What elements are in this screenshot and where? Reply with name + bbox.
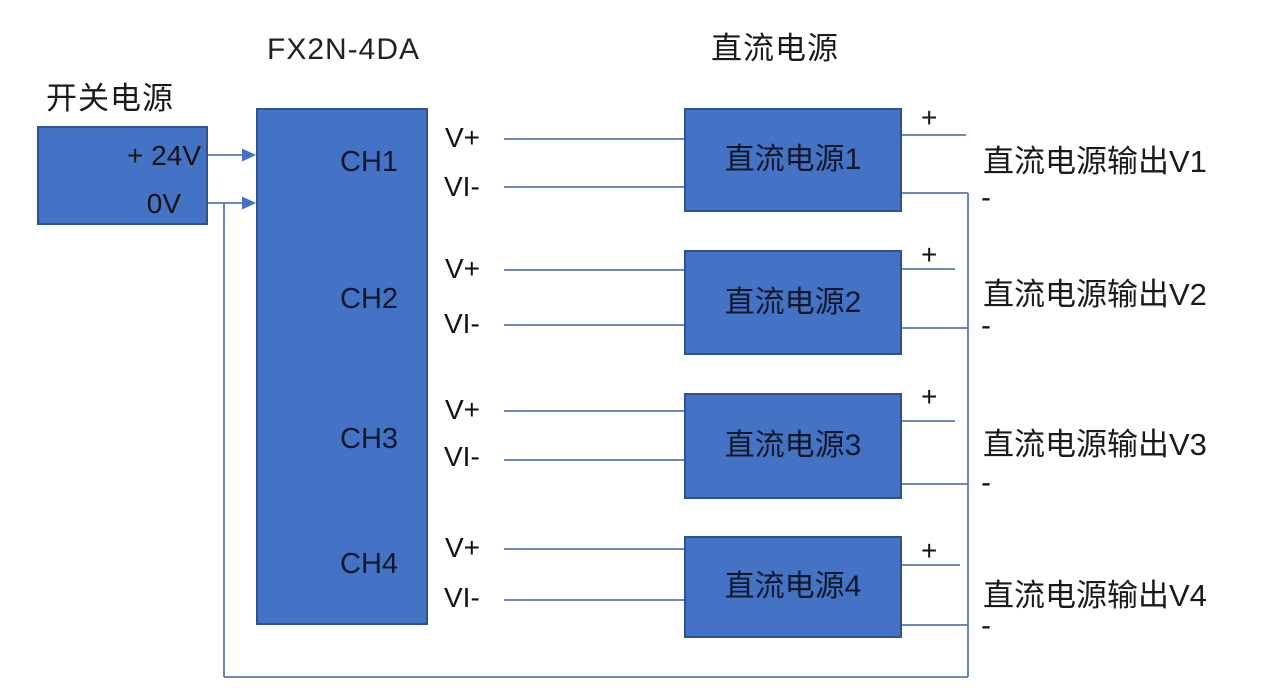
channel-label-ch4: CH4	[340, 548, 399, 580]
channel-output-wires	[504, 138, 684, 601]
dc-supply-box-3-label: 直流电源3	[724, 429, 862, 462]
output-label-v1: 直流电源输出V1	[983, 144, 1207, 179]
dc-supply-box-2: 直流电源2	[684, 250, 902, 355]
dc-supply-box-4-label: 直流电源4	[724, 570, 862, 603]
dc-supply-box-3: 直流电源3	[684, 393, 902, 499]
dc-supply-title: 直流电源	[711, 31, 839, 66]
plus-terminal-2: +	[921, 239, 938, 270]
plus-terminal-1: +	[921, 102, 938, 133]
pin-vplus-ch4: V+	[445, 532, 481, 563]
plus-terminal-3: +	[921, 381, 938, 412]
pin-vplus-ch3: V+	[445, 394, 481, 425]
dc-supply-box-2-label: 直流电源2	[724, 285, 862, 319]
output-label-v4: 直流电源输出V4	[983, 578, 1207, 613]
pin-vminus-ch4: VI-	[444, 582, 480, 613]
channel-label-ch2: CH2	[340, 283, 399, 315]
dc-supply-box-1: 直流电源1	[684, 108, 902, 212]
pin-vminus-ch2: VI-	[444, 308, 480, 339]
terminal-0v-label: 0V	[146, 188, 181, 219]
return-bus-wires	[223, 193, 969, 678]
dc-supply-box-4: 直流电源4	[684, 536, 902, 638]
minus-terminal-4: -	[981, 609, 991, 642]
dc-supply-box-1-label: 直流电源1	[724, 143, 862, 176]
output-label-v2: 直流电源输出V2	[983, 277, 1207, 312]
arrowhead-24v-icon	[242, 148, 256, 162]
arrowhead-0v-icon	[242, 196, 256, 210]
dc-output-terminal-wires	[902, 134, 968, 626]
switch-supply-box: + 24V 0V	[37, 126, 208, 225]
minus-terminal-2: -	[981, 309, 991, 342]
pin-vplus-ch2: V+	[445, 253, 481, 284]
channel-label-ch3: CH3	[340, 423, 399, 455]
minus-terminal-1: -	[981, 181, 991, 214]
pin-vminus-ch3: VI-	[444, 441, 480, 472]
plus-terminal-4: +	[921, 535, 938, 566]
pin-vplus-ch1: V+	[445, 122, 481, 153]
module-box: CH1 CH2 CH3 CH4	[256, 108, 428, 625]
pin-vminus-ch1: VI-	[444, 171, 480, 202]
module-title: FX2N-4DA	[267, 33, 421, 66]
channel-label-ch1: CH1	[340, 146, 399, 178]
supply-to-module-wires	[208, 148, 256, 210]
output-label-v3: 直流电源输出V3	[983, 427, 1207, 462]
switch-supply-title: 开关电源	[46, 81, 174, 116]
minus-terminal-3: -	[981, 466, 991, 499]
terminal-24v-label: + 24V	[127, 140, 201, 171]
